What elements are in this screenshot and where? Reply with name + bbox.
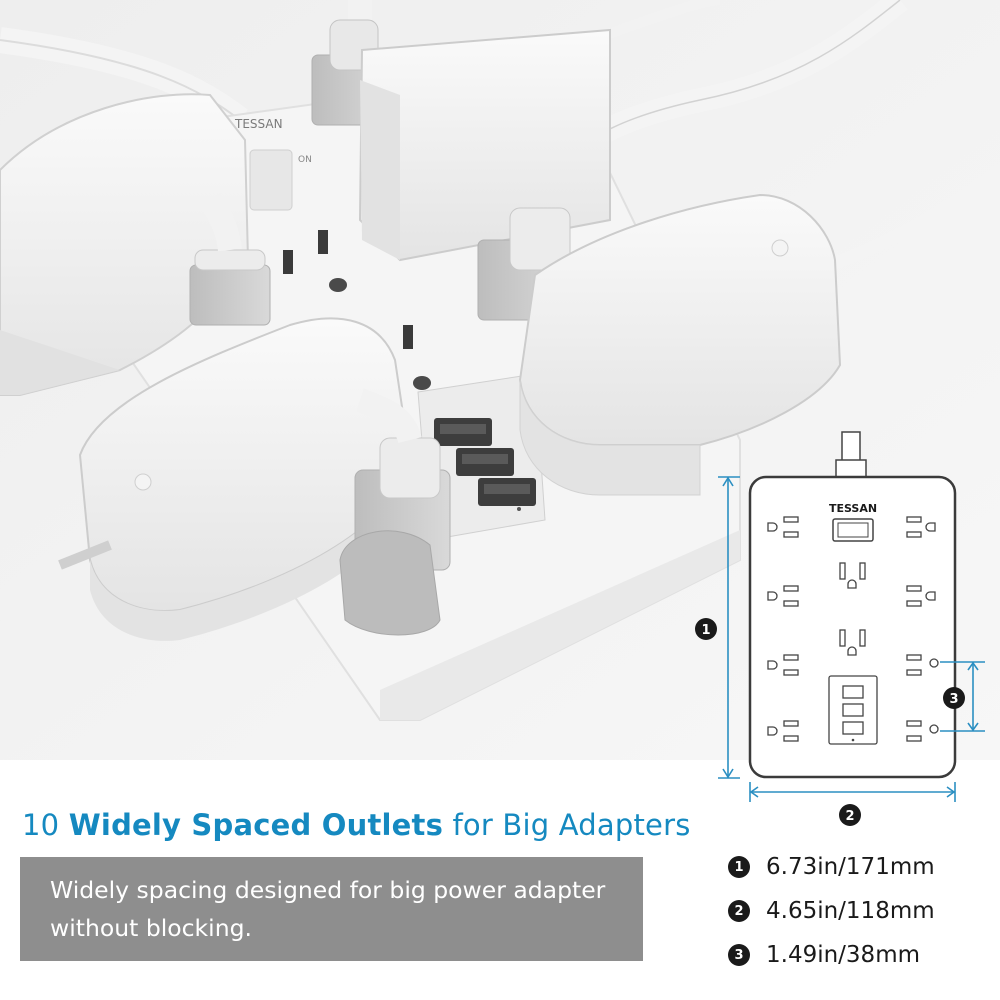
dimension-value: 1.49in/38mm (766, 942, 921, 968)
headline-bold: Widely Spaced Outlets (68, 808, 444, 842)
dimension-row: 3 1.49in/38mm (728, 933, 988, 977)
diagram-brand: TESSAN (829, 502, 877, 515)
headline: 10 Widely Spaced Outlets for Big Adapter… (22, 808, 691, 842)
dimension-row: 2 4.65in/118mm (728, 889, 988, 933)
dimension-row: 1 6.73in/171mm (728, 845, 988, 889)
dimension-diagram: TESSAN (695, 431, 985, 826)
headline-part2: for Big Adapters (443, 808, 691, 842)
dimension-number: 3 (728, 944, 750, 966)
marker-2: 2 (845, 809, 854, 824)
description-box: Widely spacing designed for big power ad… (20, 857, 643, 961)
switch-label: ON (298, 155, 312, 165)
dimension-number: 1 (728, 856, 750, 878)
dimension-number: 2 (728, 900, 750, 922)
dimension-value: 4.65in/118mm (766, 898, 935, 924)
dimension-value: 6.73in/171mm (766, 854, 935, 880)
marker-1: 1 (701, 623, 710, 638)
headline-part1: 10 (22, 808, 69, 842)
brand-mark-text: TESSAN (234, 117, 283, 131)
dimension-list: 1 6.73in/171mm 2 4.65in/118mm 3 1.49in/3… (728, 845, 988, 977)
power-strip-photo: TESSAN ON (0, 0, 1000, 760)
marker-3: 3 (949, 692, 958, 707)
description-text: Widely spacing designed for big power ad… (50, 876, 606, 942)
